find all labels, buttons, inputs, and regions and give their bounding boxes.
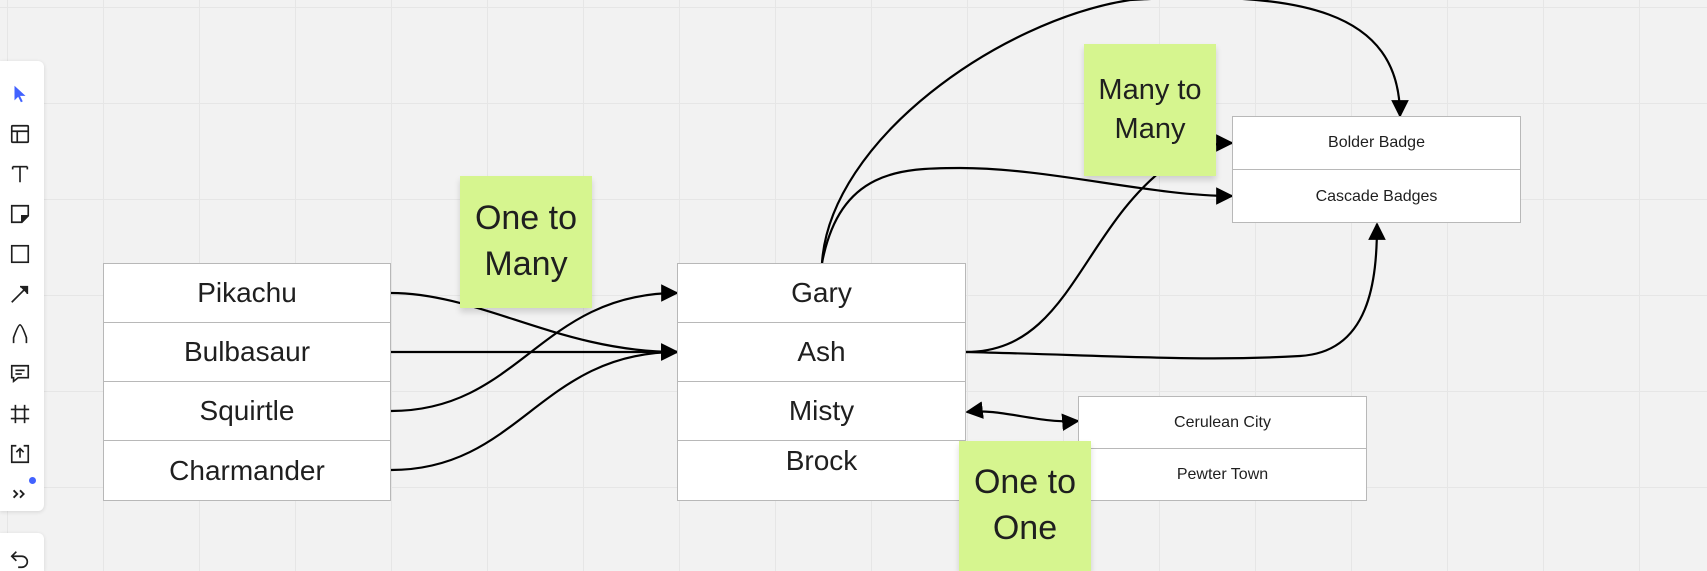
sticky-note-one-to-many[interactable]: One to Many [460,176,592,308]
undo-icon[interactable] [8,547,32,571]
sticky-note-many-to-many[interactable]: Many to Many [1084,44,1216,176]
table-row-cascade-badges[interactable]: Cascade Badges [1315,187,1438,205]
sticky-note-icon[interactable] [8,202,32,226]
comment-icon[interactable] [8,362,32,386]
sticky-note-one-to-one[interactable]: One to One [959,441,1091,571]
frame-icon[interactable] [8,402,32,426]
table-row-ash[interactable]: Ash [678,323,965,382]
table-row-squirtle[interactable]: Squirtle [104,382,390,441]
table-row-cerulean-city[interactable]: Cerulean City [1079,397,1366,449]
square-icon[interactable] [8,242,32,266]
table-row-bulbasaur[interactable]: Bulbasaur [104,323,390,382]
text-icon[interactable] [8,162,32,186]
connector-ash-badges [965,222,1386,360]
table-row-gary[interactable]: Gary [678,264,965,323]
connector-charmander-ash [390,343,679,472]
connector-gary-cascade [820,166,1234,264]
table-row-misty[interactable]: Misty [678,382,965,441]
pen-icon[interactable] [8,322,32,346]
layout-icon[interactable] [8,122,32,146]
table-row-brock[interactable]: Brock [785,445,858,476]
pokemon-table[interactable]: Pikachu Bulbasaur Squirtle Charmander [103,263,391,501]
table-row-bolder-badge[interactable]: Bolder Badge [1233,117,1520,170]
badges-table[interactable]: Bolder Badge Cascade Badges [1232,116,1521,223]
toolbar-bottom [0,533,44,571]
upload-icon[interactable] [8,442,32,466]
table-row-charmander[interactable]: Charmander [169,454,325,486]
double-chevron-icon[interactable] [8,482,32,506]
cities-table[interactable]: Cerulean City Pewter Town [1078,396,1367,501]
table-row-pikachu[interactable]: Pikachu [104,264,390,323]
connector-squirtle-gary [390,284,679,413]
trainers-table[interactable]: Gary Ash Misty Brock [677,263,966,501]
toolbar [0,61,44,511]
notification-dot [29,477,36,484]
arrow-line-icon[interactable] [8,282,32,306]
connector-misty-cerulean [965,401,1080,432]
table-row-pewter-town[interactable]: Pewter Town [1176,466,1269,483]
cursor-arrow-icon[interactable] [8,82,32,106]
